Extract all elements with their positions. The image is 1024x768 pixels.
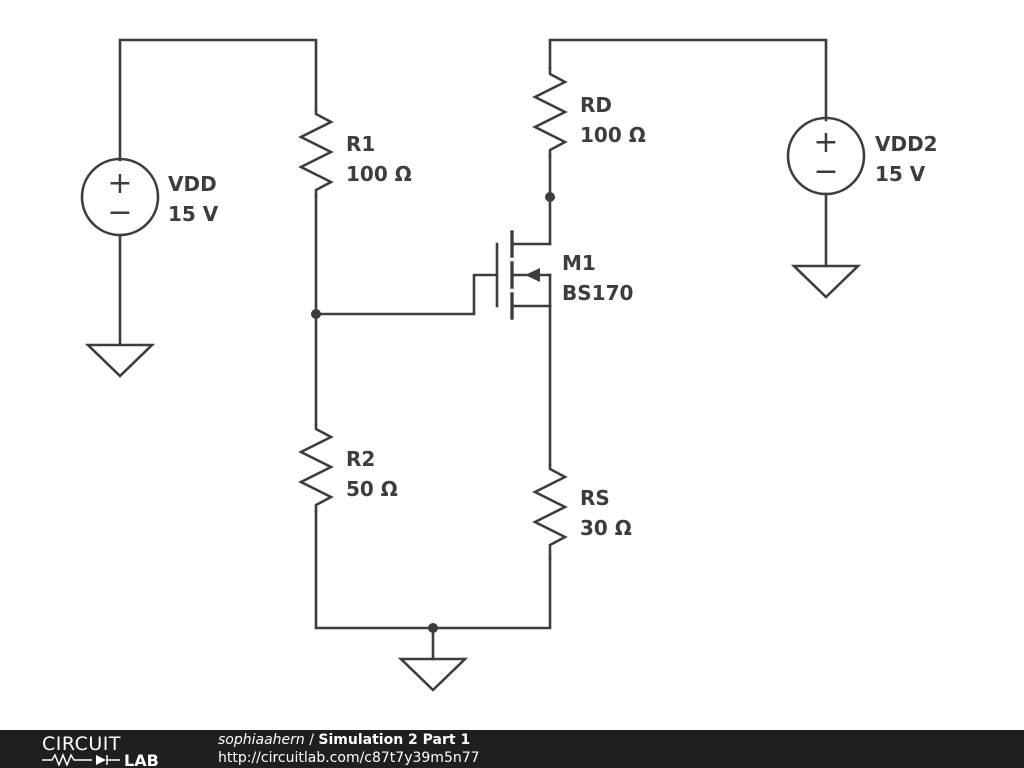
vdd2-plus-sign: +: [813, 125, 838, 160]
wire-bottom-return: [314, 509, 552, 630]
vdd2-value-label: 15 V: [875, 162, 926, 186]
r2-name-label: R2: [346, 447, 375, 471]
ground-icon-vdd: [84, 343, 156, 378]
logo-text-top: CIRCUIT: [42, 733, 121, 755]
wire-gate: [314, 273, 499, 316]
circuit-schematic: + − VDD 15 V R1 100 Ω R2 50 Ω RD 100 Ω: [80, 38, 938, 692]
voltage-source-vdd: + −: [80, 157, 160, 237]
rs-name-label: RS: [580, 486, 610, 510]
rd-value-label: 100 Ω: [580, 123, 646, 147]
resistor-r1: [298, 108, 334, 198]
mosfet-m1: [495, 230, 552, 320]
wire-vdd-to-r1: [118, 38, 318, 162]
logo-text-bottom: LAB: [124, 751, 159, 766]
r1-name-label: R1: [346, 132, 375, 156]
footer-title-line: sophiaahern / Simulation 2 Part 1: [218, 731, 480, 749]
footer-bar: CIRCUIT LAB sophiaahern / Simulation 2 P…: [0, 730, 1024, 768]
rs-value-label: 30 Ω: [580, 516, 632, 540]
circuitlab-logo[interactable]: CIRCUIT LAB: [40, 732, 180, 766]
r2-value-label: 50 Ω: [346, 477, 398, 501]
ground-icon-vdd2: [790, 264, 862, 299]
vdd2-minus-sign: −: [813, 154, 838, 189]
resistor-r2: [298, 423, 334, 513]
footer-url[interactable]: http://circuitlab.com/c87t7y39m5n77: [218, 750, 480, 766]
m1-name-label: M1: [562, 251, 596, 275]
vdd-value-label: 15 V: [168, 202, 219, 226]
footer-info: sophiaahern / Simulation 2 Part 1 http:/…: [218, 731, 480, 767]
m1-model-label: BS170: [562, 281, 633, 305]
logo-resistor-icon: [42, 752, 92, 766]
resistor-rs: [532, 463, 568, 560]
vdd-plus-sign: +: [107, 166, 132, 201]
resistor-rd: [532, 66, 568, 158]
author-link[interactable]: sophiaahern: [218, 732, 305, 748]
ground-icon-main: [397, 657, 469, 692]
wire-rd-to-vdd2: [548, 38, 828, 122]
voltage-source-vdd2: + −: [786, 116, 866, 196]
vdd-name-label: VDD: [168, 172, 217, 196]
circuit-title: Simulation 2 Part 1: [318, 732, 471, 748]
r1-value-label: 100 Ω: [346, 162, 412, 186]
vdd2-name-label: VDD2: [875, 132, 938, 156]
title-separator: /: [304, 732, 319, 748]
drain-junction-node: [545, 192, 555, 202]
vdd-minus-sign: −: [107, 195, 132, 230]
rd-name-label: RD: [580, 93, 612, 117]
logo-diode-icon: [96, 755, 106, 765]
